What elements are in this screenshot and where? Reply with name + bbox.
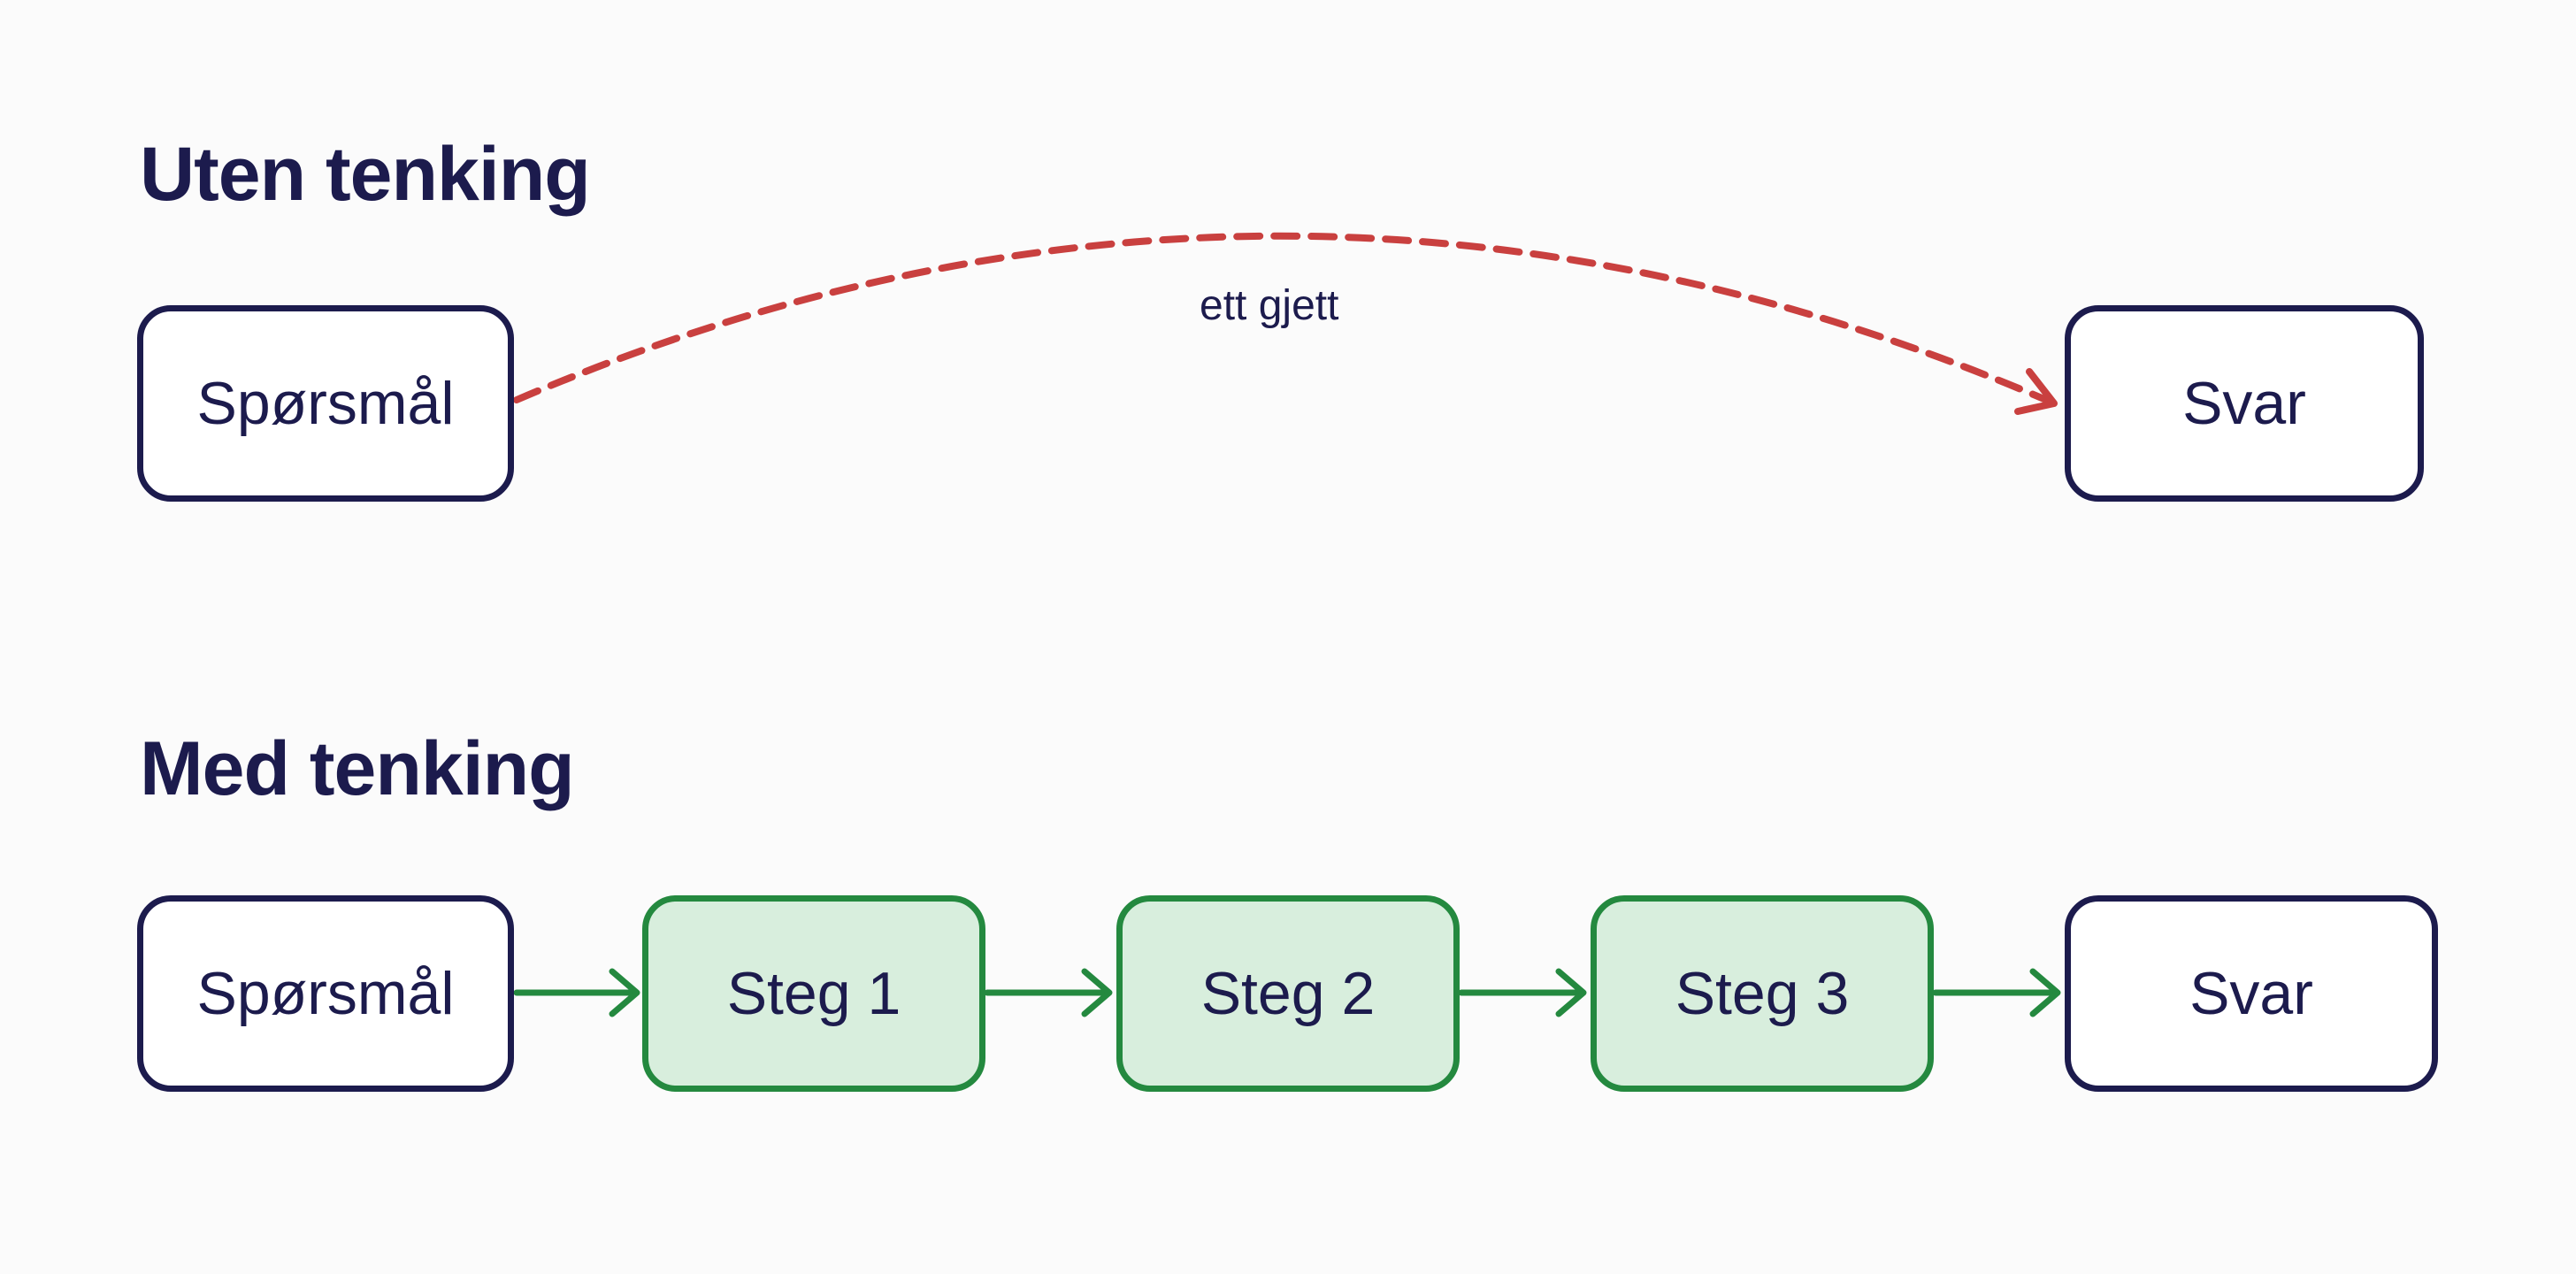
answer-node-direct: Svar [2065,305,2424,502]
question-node-chain: Spørsmål [137,895,514,1092]
step-node-3: Steg 3 [1591,895,1934,1092]
question-node-direct: Spørsmål [137,305,514,502]
direct-guess-label: ett gjett [1200,282,1339,329]
chain-arrow-3 [1458,968,1587,1017]
step-node-2: Steg 2 [1116,895,1460,1092]
direct-guess-arrowhead [2014,368,2058,415]
chain-arrow-4 [1932,968,2061,1017]
answer-node-chain: Svar [2065,895,2438,1092]
step-node-1: Steg 1 [642,895,985,1092]
section-title-with-thinking: Med tenking [140,726,575,811]
section-title-without-thinking: Uten tenking [140,132,591,217]
chain-arrow-2 [984,968,1113,1017]
chain-arrow-1 [513,968,640,1017]
